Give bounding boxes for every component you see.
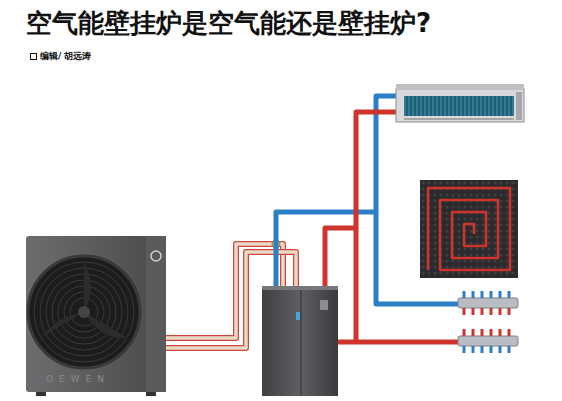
tap bbox=[508, 346, 511, 353]
fan-coil-unit bbox=[396, 84, 524, 122]
square-mark bbox=[31, 54, 37, 60]
tap bbox=[463, 291, 466, 298]
tap bbox=[472, 291, 475, 298]
heat-pump-unit bbox=[26, 236, 166, 396]
tap bbox=[481, 308, 484, 315]
manifold bbox=[458, 298, 518, 346]
tap bbox=[481, 329, 484, 336]
tap bbox=[472, 329, 475, 336]
tap bbox=[499, 291, 502, 298]
floor-heating bbox=[420, 180, 518, 278]
tap bbox=[490, 308, 493, 315]
tank bbox=[262, 286, 338, 396]
tap bbox=[490, 291, 493, 298]
title: 空气能壁挂炉是空气能还是壁挂炉? bbox=[26, 6, 431, 40]
tap bbox=[499, 329, 502, 336]
tap bbox=[490, 329, 493, 336]
tap bbox=[463, 329, 466, 336]
tap bbox=[481, 291, 484, 298]
tap bbox=[499, 308, 502, 315]
tap bbox=[481, 346, 484, 353]
editor-line: 编辑/ 胡远涛 bbox=[40, 50, 91, 62]
tap bbox=[508, 329, 511, 336]
tap bbox=[463, 346, 466, 353]
tap bbox=[472, 346, 475, 353]
brand-text: OEWEN bbox=[46, 373, 110, 385]
tap bbox=[508, 308, 511, 315]
tap bbox=[463, 308, 466, 315]
tap bbox=[472, 308, 475, 315]
tap bbox=[499, 346, 502, 353]
tap bbox=[490, 346, 493, 353]
grille-ring bbox=[34, 262, 134, 362]
tap bbox=[508, 291, 511, 298]
manifold-taps bbox=[463, 291, 511, 353]
